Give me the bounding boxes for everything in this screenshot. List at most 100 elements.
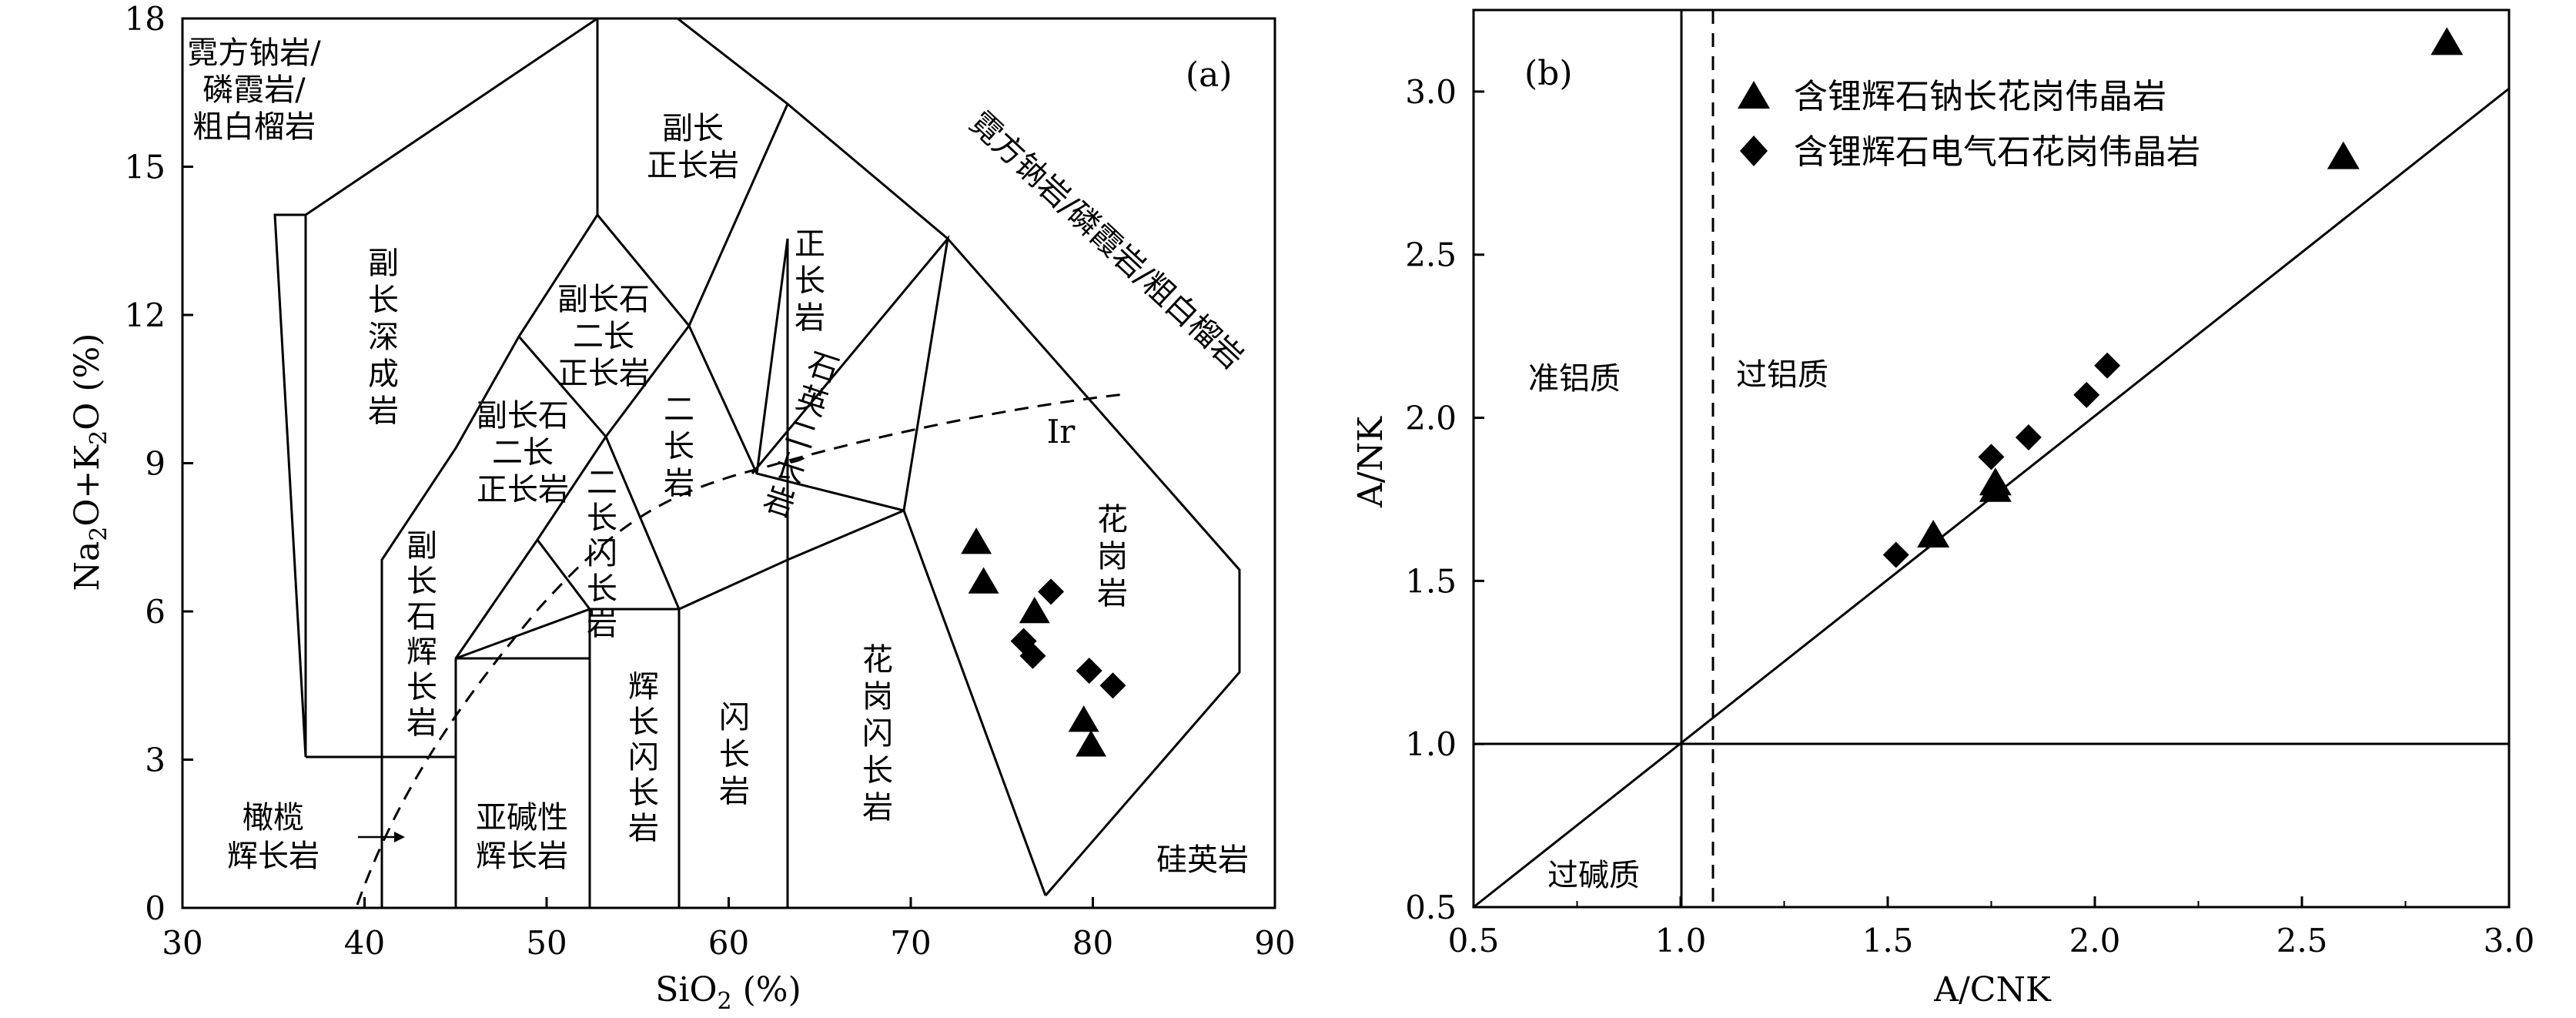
tas-y-tick-label: 0 xyxy=(145,889,166,927)
shand-point-diamond xyxy=(2094,352,2121,379)
region-peralkaline: 过碱质 xyxy=(1547,858,1640,893)
tas-boundary-7 xyxy=(455,608,679,660)
tas-boundary-14 xyxy=(597,17,788,105)
tas-field-label-foid_gabbro_syenite: 成 xyxy=(368,357,399,392)
shand-y-tick-label: 3.0 xyxy=(1405,73,1457,111)
tas-y-tick-label: 18 xyxy=(125,0,166,38)
tas-panel-label: (a) xyxy=(1186,55,1233,95)
shand-y-tick-label: 0.5 xyxy=(1405,889,1457,926)
tas-x-tick-label: 50 xyxy=(526,924,567,962)
shand-point-diamond xyxy=(2073,381,2100,408)
tas-point-diamond xyxy=(1076,658,1102,684)
tas-field-label-gabbroic_diorite: 辉 xyxy=(628,669,659,705)
shand-markers xyxy=(1882,27,2464,568)
tas-boundary-1 xyxy=(304,17,598,757)
tas-field-label-diorite: 岩 xyxy=(719,774,750,809)
tas-boundary-5 xyxy=(596,214,950,512)
tas-field-label-peridot_gabbro: 橄榄 xyxy=(243,800,304,835)
tas-field-label-monzodiorite: 长 xyxy=(587,501,617,536)
tas-y-tick-label: 15 xyxy=(125,149,166,186)
tas-y-axis-label: Na2O+K2O (%) xyxy=(68,333,112,591)
tas-field-label-foid_gabbro_syenite: 深 xyxy=(368,320,399,355)
tas-field-label-rotated: 霓方钠岩/磷霞岩/粗白榴岩 xyxy=(962,105,1250,376)
arrow-head xyxy=(394,832,405,842)
legend-diamond-marker xyxy=(1740,136,1768,166)
tas-field-label-peridot_gabbro: 辉长岩 xyxy=(227,839,319,874)
tas-field-label-monzodiorite: 长 xyxy=(587,571,617,607)
tas-boundary-9 xyxy=(456,657,591,908)
legend: 含锂辉石钠长花岗伟晶岩 含锂辉石电气石花岗伟晶岩 xyxy=(1738,77,2200,172)
tas-field-label-foidolite: 粗白榴岩 xyxy=(192,109,316,145)
tas-field-label-foid_monzodiorite: 二长 xyxy=(492,435,554,470)
tas-field-label-monzodiorite: 闪 xyxy=(587,536,617,571)
shand-x-tick-label: 1.0 xyxy=(1655,922,1707,959)
tas-x-tick-label: 60 xyxy=(708,924,749,962)
tas-x-tick-label: 80 xyxy=(1072,924,1113,962)
region-peraluminous: 过铝质 xyxy=(1736,357,1828,393)
tas-field-label-diorite: 长 xyxy=(719,737,750,772)
shand-point-triangle xyxy=(2430,27,2464,55)
tas-field-label-foid_gabbro: 石 xyxy=(406,599,437,635)
tas-field-label-monzodiorite: 二 xyxy=(587,465,617,501)
tas-field-label-monzonite: 岩 xyxy=(664,466,694,501)
tas-field-label-syenite: 岩 xyxy=(795,300,825,336)
tas-field-label-foid_gabbro_syenite: 长 xyxy=(368,283,399,318)
tas-field-label-subalkaline_gabbro: 辉长岩 xyxy=(476,839,568,874)
shand-y-tick-label: 1.5 xyxy=(1405,562,1457,600)
alkaline-divider xyxy=(356,393,1125,906)
tas-field-label-foid_gabbro_syenite: 副 xyxy=(368,246,399,281)
shand-y-tick-label: 1.0 xyxy=(1405,725,1457,763)
shand-x-tick-label: 2.5 xyxy=(2277,922,2328,959)
tas-field-label-foid_monzosyenite: 二长 xyxy=(573,319,634,354)
tas-point-triangle xyxy=(968,567,999,594)
shand-point-diamond xyxy=(1978,444,2005,470)
shand-x-tick-label: 1.5 xyxy=(1862,922,1914,959)
shand-x-tick-label: 3.0 xyxy=(2484,922,2535,959)
tas-field-label-granodiorite: 长 xyxy=(862,753,893,789)
legend-series-2: 含锂辉石电气石花岗伟晶岩 xyxy=(1794,132,2200,172)
tas-field-label-foid_gabbro: 长 xyxy=(406,564,437,599)
tas-field-label-diorite: 闪 xyxy=(719,700,750,735)
tas-field-label-granite: 花 xyxy=(1097,502,1128,537)
tas-field-label-quartzolite: 硅英岩 xyxy=(1156,842,1249,878)
tas-x-axis-label: SiO2 (%) xyxy=(655,970,801,1015)
tas-field-label-granodiorite: 岗 xyxy=(862,679,893,715)
shand-x-tick-label: 2.0 xyxy=(2069,922,2121,959)
tas-x-tick-label: 90 xyxy=(1254,924,1295,962)
tas-x-tick-label: 30 xyxy=(162,924,202,962)
tas-field-label-ir: Ir xyxy=(1047,413,1076,450)
tas-field-label-granodiorite: 闪 xyxy=(862,716,893,752)
legend-series-1: 含锂辉石钠长花岗伟晶岩 xyxy=(1794,77,2166,116)
tas-y-tick-label: 6 xyxy=(145,593,166,631)
tas-field-label-granodiorite: 岩 xyxy=(862,790,893,825)
tas-y-tick-label: 12 xyxy=(125,296,166,334)
tas-field-label-granodiorite: 花 xyxy=(862,642,893,678)
tas-x-tick-label: 70 xyxy=(890,924,931,962)
shand-y-ticks: 0.5 1.0 1.5 2.0 2.5 3.0 xyxy=(1405,73,1484,926)
tas-point-triangle xyxy=(961,527,992,554)
tas-field-label-monzonite: 长 xyxy=(664,429,694,464)
tas-field-label-granite: 岗 xyxy=(1097,539,1128,574)
shand-panel-label: (b) xyxy=(1524,54,1573,93)
shand-y-tick-label: 2.5 xyxy=(1405,236,1457,274)
tas-field-label-foidolite: 磷霞岩/ xyxy=(202,72,306,108)
tas-field-label-foid_syenite: 正长岩 xyxy=(647,148,739,183)
tas-point-triangle xyxy=(1068,705,1099,732)
shand-y-tick-label: 2.0 xyxy=(1405,400,1457,437)
tas-boundary-13 xyxy=(273,213,307,758)
tas-field-label-foid_gabbro: 岩 xyxy=(406,705,437,741)
tas-point-triangle xyxy=(1076,730,1107,757)
tas-field-label-foid_gabbro: 辉 xyxy=(406,635,437,670)
tas-field-label-monzodiorite: 岩 xyxy=(587,607,617,642)
shand-point-triangle xyxy=(2327,141,2360,169)
tas-field-label-granite: 岩 xyxy=(1097,576,1128,611)
tas-field-label-gabbroic_diorite: 闪 xyxy=(628,740,659,775)
shand-point-diamond xyxy=(1882,541,1909,568)
tas-field-label-subalkaline_gabbro: 亚碱性 xyxy=(476,800,568,835)
tas-field-label-foid_monzodiorite: 正长岩 xyxy=(477,472,569,507)
